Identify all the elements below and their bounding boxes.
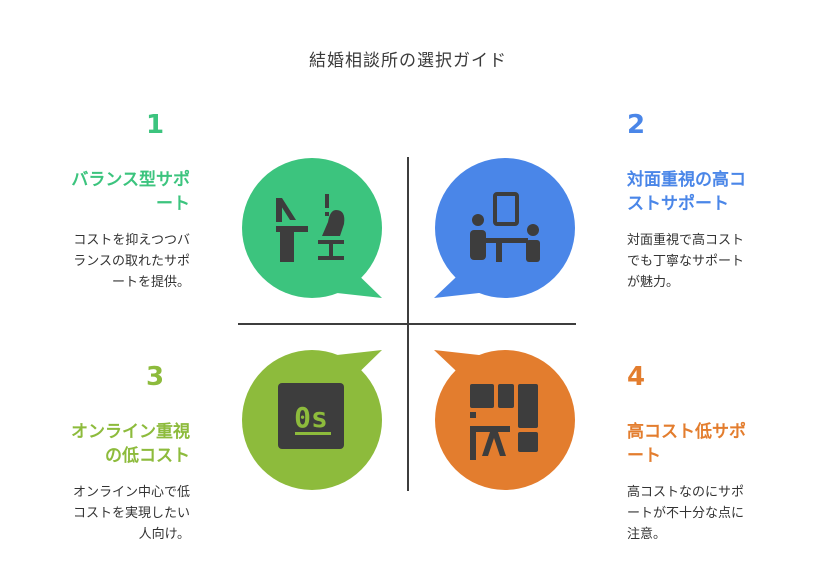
quadrant-2-description-line-2: でも丁寧なサポート [627, 254, 745, 269]
quadrant-4-heading: 高コスト低サポ ート [627, 420, 787, 468]
horizontal-divider [238, 323, 576, 325]
svg-text:0s: 0s [294, 401, 328, 434]
quadrant-3-description: オンライン中心で低 コストを実現したい 人向け。 [30, 482, 190, 545]
diagram-title: 結婚相談所の選択ガイド [309, 51, 507, 71]
meeting-people-icon [470, 192, 540, 262]
quadrant-2-description: 対面重視で高コスト でも丁寧なサポート が魅力。 [627, 230, 787, 293]
quadrant-3-description-line-3: 人向け。 [138, 527, 190, 542]
quadrant-3-description-line-2: コストを実現したい [72, 506, 190, 521]
quadrant-4-heading-line-2: ート [627, 446, 661, 466]
quadrant-3-number: 3 [146, 362, 165, 392]
quadrant-1-description: コストを抑えつつバ ランスの取れたサポ ートを提供。 [40, 230, 190, 293]
quadrant-2-heading: 対面重視の高コ ストサポート [627, 168, 787, 216]
bubble-2 [434, 158, 575, 298]
quadrant-1-heading: バランス型サポ ート [40, 168, 190, 216]
quadrant-1-number: 1 [146, 110, 165, 140]
quadrant-3-heading-line-1: オンライン重視 [71, 422, 190, 442]
bubble-4 [434, 350, 575, 490]
quadrant-2-description-line-3: が魅力。 [627, 275, 680, 290]
quadrant-1-heading-line-1: バランス型サポ [71, 170, 190, 190]
quadrant-1-description-line-3: ートを提供。 [111, 275, 190, 290]
quadrant-4-description-line-1: 高コストなのにサポ [627, 485, 745, 500]
desk-office-icon [276, 194, 345, 262]
storage-desk-icon [470, 384, 538, 460]
os-screen-icon: 0s [278, 383, 344, 449]
quadrant-2-description-line-1: 対面重視で高コスト [627, 233, 745, 248]
quadrant-4-heading-line-1: 高コスト低サポ [627, 422, 746, 442]
quadrant-3-description-line-1: オンライン中心で低 [72, 485, 190, 500]
quadrant-2-heading-line-2: ストサポート [627, 194, 729, 214]
quadrant-4-number: 4 [627, 362, 646, 392]
quadrant-1-description-line-1: コストを抑えつつバ [73, 233, 190, 248]
quadrant-3-heading-line-2: の低コスト [105, 446, 190, 466]
quadrant-3-heading: オンライン重視 の低コスト [30, 420, 190, 468]
quadrant-4-description-line-2: ートが不十分な点に [627, 506, 745, 521]
quadrant-4-description-line-3: 注意。 [627, 527, 667, 542]
bubble-1 [242, 158, 382, 298]
quadrant-1-description-line-2: ランスの取れたサポ [73, 254, 190, 269]
quadrant-2-number: 2 [627, 110, 646, 140]
quadrant-2-heading-line-1: 対面重視の高コ [627, 170, 746, 190]
quadrant-1-heading-line-2: ート [156, 194, 190, 214]
quadrant-4-description: 高コストなのにサポ ートが不十分な点に 注意。 [627, 482, 787, 545]
